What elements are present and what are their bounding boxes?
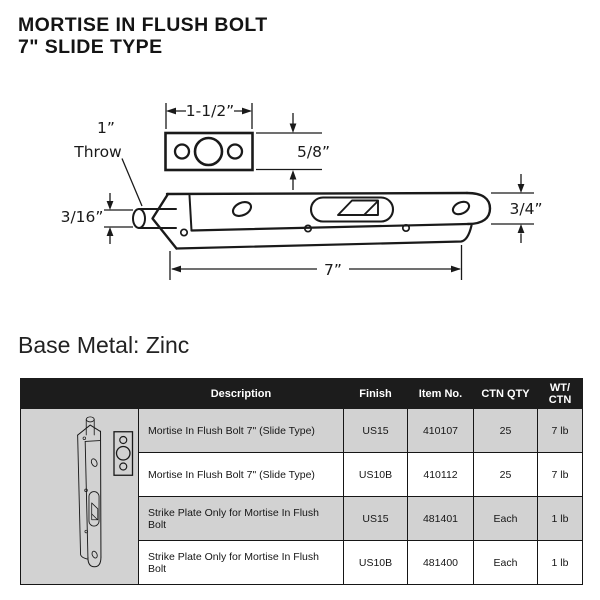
page-title-line1: MORTISE IN FLUSH BOLT	[18, 14, 268, 36]
cell-ctn-qty: Each	[473, 540, 538, 585]
cell-description: Mortise In Flush Bolt 7" (Slide Type)	[138, 452, 344, 497]
dim-height-label: 3/4”	[510, 200, 543, 218]
cell-ctn-qty: 25	[473, 452, 538, 497]
dim-plate-width-label: 1-1/2”	[186, 102, 234, 120]
product-illustration-strike-plate	[112, 431, 133, 476]
throw-label-line1: 1”	[97, 119, 115, 137]
product-illustration	[76, 416, 133, 568]
page-title-line2: 7" SLIDE TYPE	[18, 36, 163, 58]
product-illustration-cell	[20, 408, 139, 585]
cell-ctn-qty: Each	[473, 496, 538, 541]
header-ctn-qty: CTN QTY	[473, 378, 538, 409]
page-title: MORTISE IN FLUSH BOLT 7" SLIDE TYPE	[18, 14, 268, 58]
cell-finish: US15	[343, 496, 408, 541]
dimension-lines	[104, 103, 534, 280]
cell-item-no: 410107	[407, 408, 474, 453]
cell-description: Strike Plate Only for Mortise In Flush B…	[138, 496, 344, 541]
cell-wt-ctn: 7 lb	[537, 408, 583, 453]
cell-wt-ctn: 1 lb	[537, 540, 583, 585]
strike-plate-top-view	[164, 131, 254, 172]
dim-pin-diameter-label: 3/16”	[61, 208, 104, 226]
cell-ctn-qty: 25	[473, 408, 538, 453]
header-description: Description	[138, 378, 344, 409]
table-row: Mortise In Flush Bolt 7" (Slide Type) US…	[20, 408, 583, 585]
cell-description: Strike Plate Only for Mortise In Flush B…	[138, 540, 344, 585]
cell-wt-ctn: 1 lb	[537, 496, 583, 541]
flush-bolt-body	[132, 191, 492, 250]
product-illustration-bolt	[76, 416, 101, 568]
base-metal-label: Base Metal: Zinc	[18, 332, 190, 358]
cell-finish: US10B	[343, 540, 408, 585]
table-row: Strike Plate Only for Mortise In Flush B…	[21, 496, 583, 541]
cell-description: Mortise In Flush Bolt 7" (Slide Type)	[138, 408, 344, 453]
table-header-row: Description Finish Item No. CTN QTY WT/ …	[20, 378, 583, 409]
dim-plate-height-label: 5/8”	[297, 143, 330, 161]
header-item-no: Item No.	[407, 378, 474, 409]
cell-wt-ctn: 7 lb	[537, 452, 583, 497]
header-wt-ctn: WT/ CTN	[537, 378, 583, 409]
table-row: Mortise In Flush Bolt 7" (Slide Type) US…	[21, 452, 583, 497]
cell-item-no: 481401	[407, 496, 474, 541]
table-row: Strike Plate Only for Mortise In Flush B…	[21, 540, 583, 585]
throw-label-line2: Throw	[73, 143, 122, 161]
cell-item-no: 410112	[407, 452, 474, 497]
dim-length-label: 7”	[324, 261, 342, 279]
header-image-spacer	[20, 378, 139, 409]
product-table: Description Finish Item No. CTN QTY WT/ …	[20, 378, 583, 585]
header-finish: Finish	[343, 378, 408, 409]
cell-finish: US15	[343, 408, 408, 453]
dimension-arrowheads	[106, 107, 525, 273]
cell-finish: US10B	[343, 452, 408, 497]
technical-drawing: 1-1/2” 5/8” 1” Throw 3/16” 7” 3/4”	[61, 102, 543, 280]
cell-item-no: 481400	[407, 540, 474, 585]
